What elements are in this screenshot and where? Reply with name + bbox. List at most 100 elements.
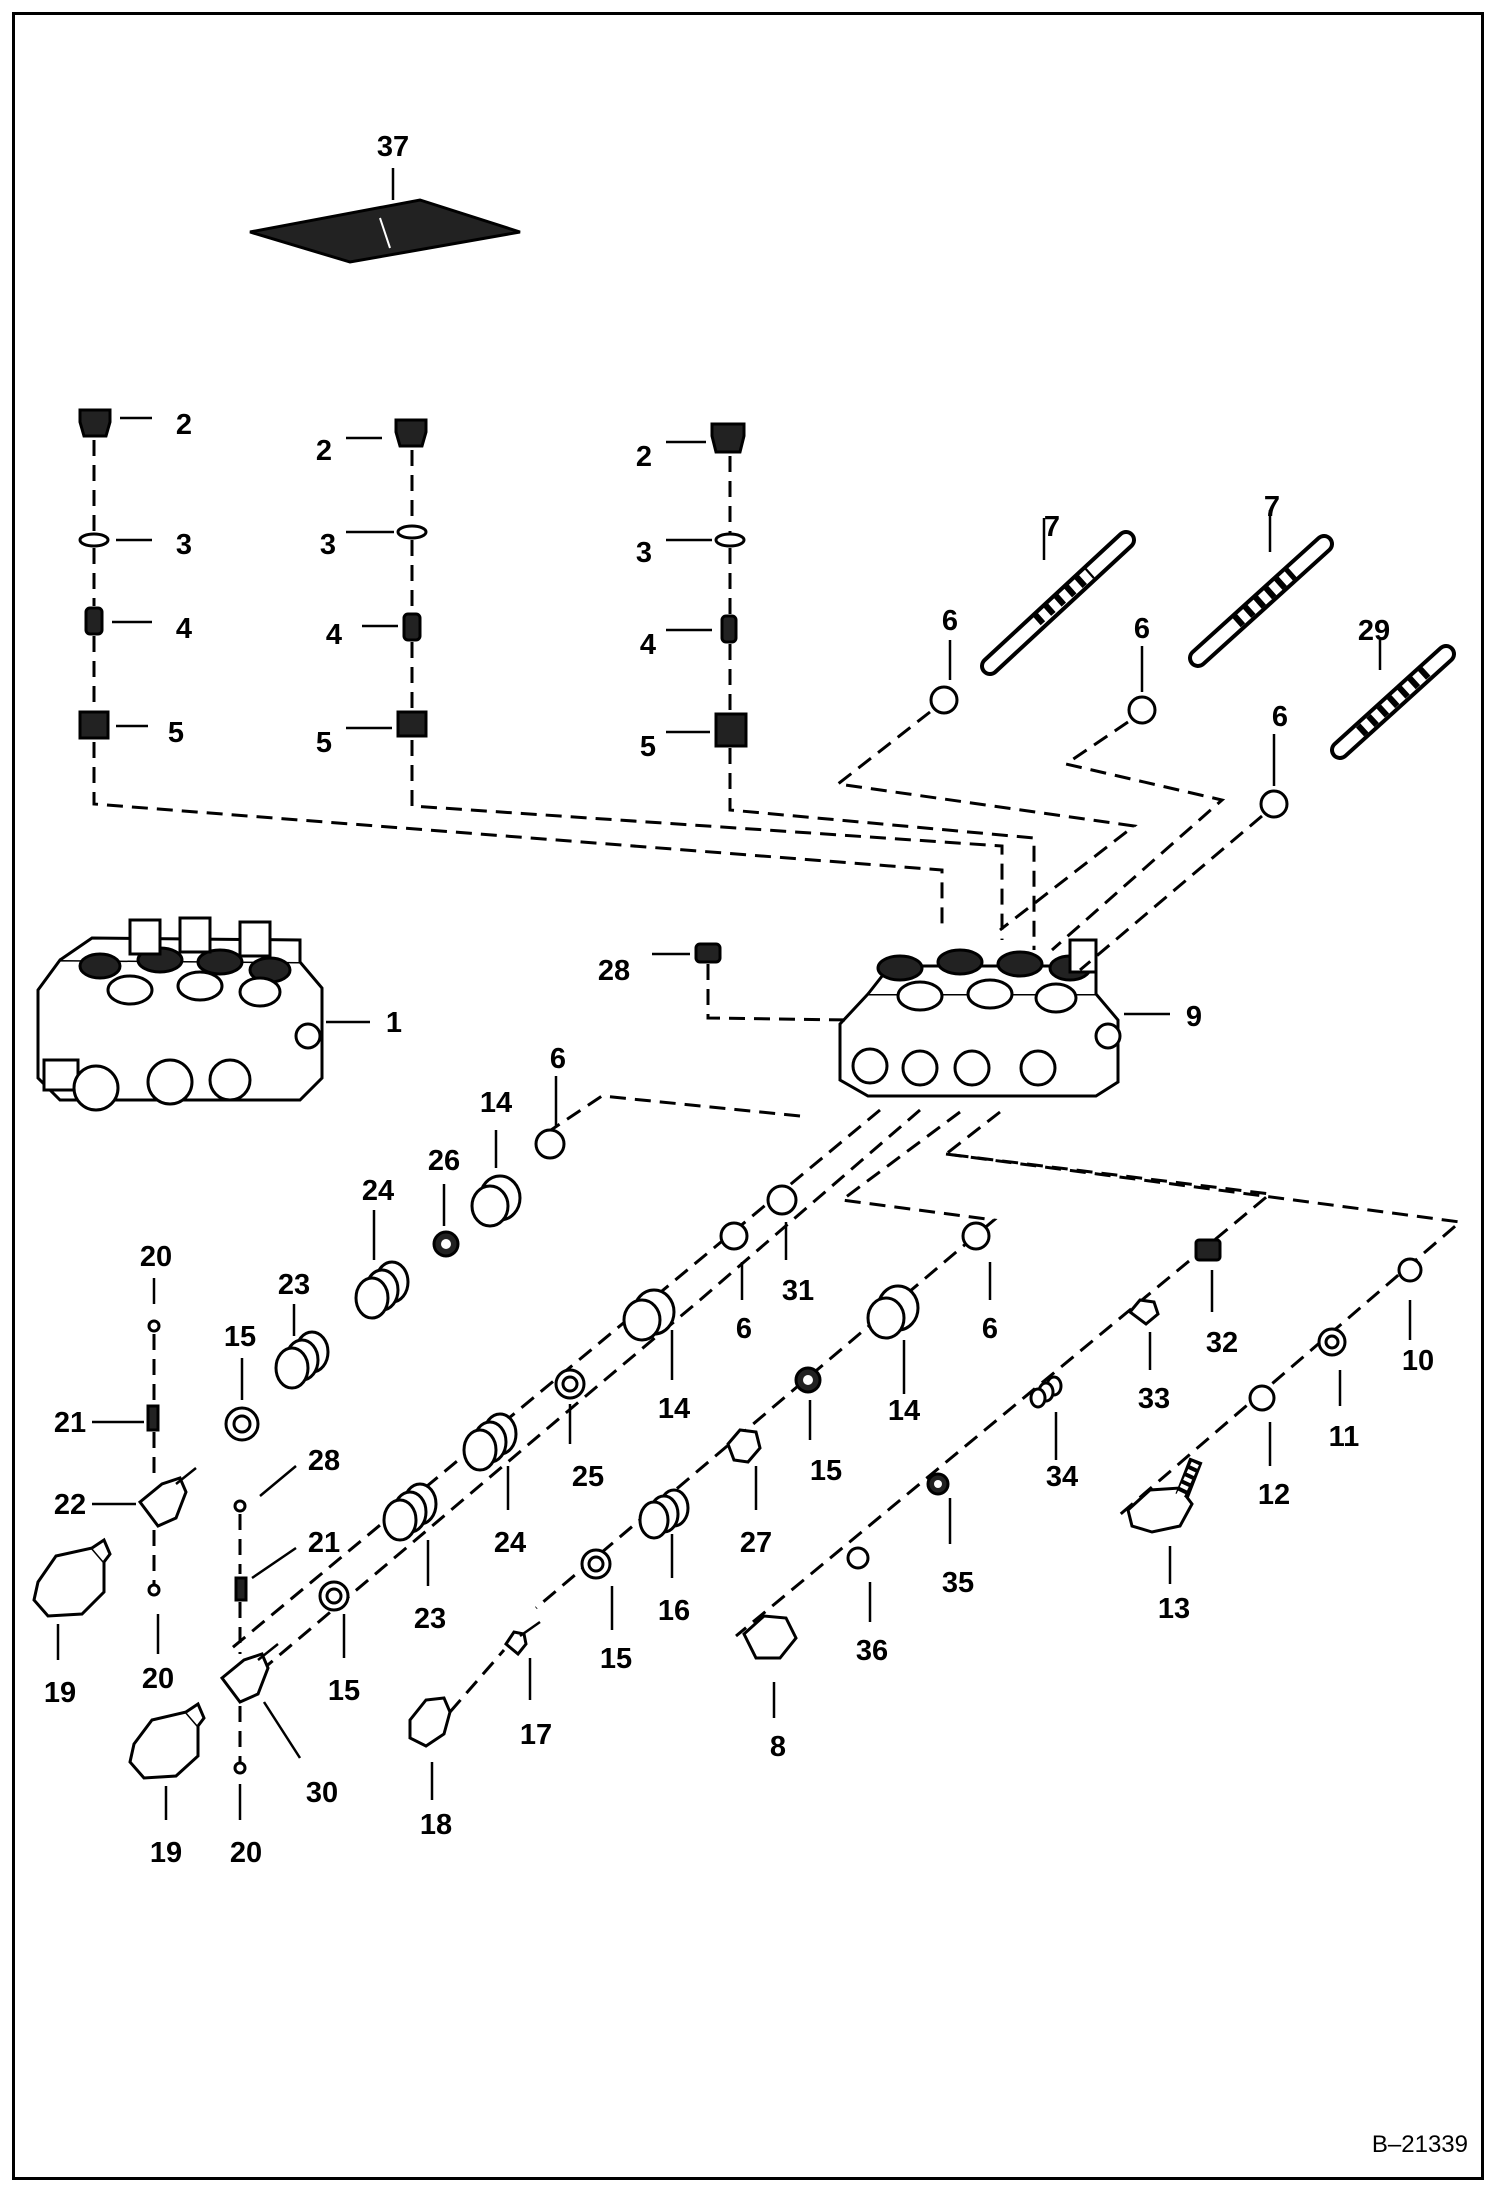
callout-6: 6 — [942, 605, 958, 637]
plug-19-row-b — [128, 1701, 206, 1780]
callout-3: 3 — [176, 529, 192, 561]
callout-3: 3 — [320, 529, 336, 561]
ball-20-row-a — [147, 1583, 161, 1597]
callout-17: 17 — [520, 1719, 552, 1751]
o-ring-6-row-a — [534, 1128, 566, 1160]
callout-28: 28 — [598, 955, 630, 987]
callout-4: 4 — [176, 613, 192, 645]
callout-5: 5 — [316, 727, 332, 759]
o-ring-36 — [846, 1546, 870, 1570]
callout-11: 11 — [1329, 1421, 1360, 1453]
callout-14: 14 — [480, 1087, 512, 1119]
pin-17 — [504, 1620, 541, 1657]
callout-labels: 37 2 2 2 3 3 3 4 4 4 5 5 5 7 7 29 6 6 6 … — [44, 131, 1468, 2158]
callout-35: 35 — [942, 1567, 974, 1599]
sleeve-14-row-c — [866, 1284, 920, 1340]
plug-13 — [1126, 1457, 1203, 1534]
callout-3: 3 — [636, 537, 652, 569]
o-ring-6-row-c — [961, 1221, 991, 1251]
callout-5: 5 — [640, 731, 656, 763]
callout-9: 9 — [1186, 1001, 1202, 1033]
callout-5: 5 — [168, 717, 184, 749]
callout-6: 6 — [1134, 613, 1150, 645]
piston-27 — [726, 1428, 762, 1464]
o-ring-10 — [1397, 1257, 1423, 1283]
callout-14: 14 — [888, 1395, 920, 1427]
o-ring-6a — [929, 685, 959, 715]
control-valve-body — [838, 938, 1122, 1098]
spring-24-row-b — [462, 1412, 518, 1472]
ball-28-row-b — [233, 1499, 247, 1513]
callout-30: 30 — [306, 1777, 338, 1809]
spring-23-row-b — [382, 1482, 438, 1542]
spring-16 — [638, 1488, 690, 1540]
callout-1: 1 — [386, 1007, 402, 1039]
spring-23-row-a — [274, 1330, 330, 1390]
ball-20-row-b — [233, 1761, 247, 1775]
o-ring-6-row-b — [719, 1221, 749, 1251]
callout-26: 26 — [428, 1145, 460, 1177]
callout-14: 14 — [658, 1393, 690, 1425]
callout-13: 13 — [1158, 1593, 1190, 1625]
plug-28-upper — [694, 942, 722, 964]
callout-27: 27 — [740, 1527, 772, 1559]
spool-7-right — [1188, 534, 1334, 668]
relief-stack-3 — [710, 422, 748, 748]
spool-29 — [1330, 644, 1456, 760]
spring-24-row-a — [354, 1260, 410, 1320]
callout-24: 24 — [362, 1175, 394, 1207]
o-ring-31 — [766, 1184, 798, 1216]
callout-6: 6 — [550, 1043, 566, 1075]
o-ring-6c — [1259, 789, 1289, 819]
callout-15: 15 — [600, 1643, 632, 1675]
poppet-30 — [219, 1643, 279, 1704]
relief-stack-2 — [394, 418, 428, 738]
drawing-reference: B–21339 — [1372, 2131, 1468, 2158]
callout-36: 36 — [856, 1635, 888, 1667]
callout-2: 2 — [636, 441, 652, 473]
callout-15: 15 — [810, 1455, 842, 1487]
callout-20: 20 — [140, 1241, 172, 1273]
callout-37: 37 — [377, 131, 409, 163]
o-ring-6b — [1127, 695, 1157, 725]
callout-12: 12 — [1258, 1479, 1290, 1511]
ball-20-top — [147, 1319, 161, 1333]
o-ring-12 — [1248, 1384, 1276, 1412]
callout-19: 19 — [150, 1837, 182, 1869]
callout-7: 7 — [1044, 511, 1060, 543]
callout-18: 18 — [420, 1809, 452, 1841]
callout-16: 16 — [658, 1595, 690, 1627]
poppet-22 — [137, 1467, 197, 1528]
callout-31: 31 — [782, 1275, 814, 1307]
callout-7: 7 — [1264, 491, 1280, 523]
callout-15: 15 — [328, 1675, 360, 1707]
callout-21: 21 — [54, 1407, 86, 1439]
callout-25: 25 — [572, 1461, 604, 1493]
plug-19-row-a — [32, 1537, 112, 1618]
callout-4: 4 — [640, 629, 656, 661]
callout-20: 20 — [230, 1837, 262, 1869]
callout-23: 23 — [414, 1603, 446, 1635]
callout-24: 24 — [494, 1527, 526, 1559]
decal-part — [249, 198, 521, 264]
callout-23: 23 — [278, 1269, 310, 1301]
control-valve-assembled — [36, 916, 324, 1112]
relief-stack-1 — [78, 408, 112, 740]
callout-33: 33 — [1138, 1383, 1170, 1415]
callout-28: 28 — [308, 1445, 340, 1477]
sleeve-14-row-b — [622, 1288, 676, 1342]
callout-6: 6 — [1272, 701, 1288, 733]
plug-18 — [408, 1696, 452, 1748]
spring-21-row-a — [146, 1404, 160, 1432]
callout-15: 15 — [224, 1321, 256, 1353]
callout-10: 10 — [1402, 1345, 1434, 1377]
callout-2: 2 — [176, 409, 192, 441]
callout-32: 32 — [1206, 1327, 1238, 1359]
callout-4: 4 — [326, 619, 342, 651]
plug-32 — [1194, 1238, 1222, 1262]
callout-2: 2 — [316, 435, 332, 467]
callout-22: 22 — [54, 1489, 86, 1521]
spring-21-row-b — [234, 1576, 248, 1602]
spool-7-left — [980, 530, 1136, 676]
spring-34 — [1029, 1375, 1063, 1409]
